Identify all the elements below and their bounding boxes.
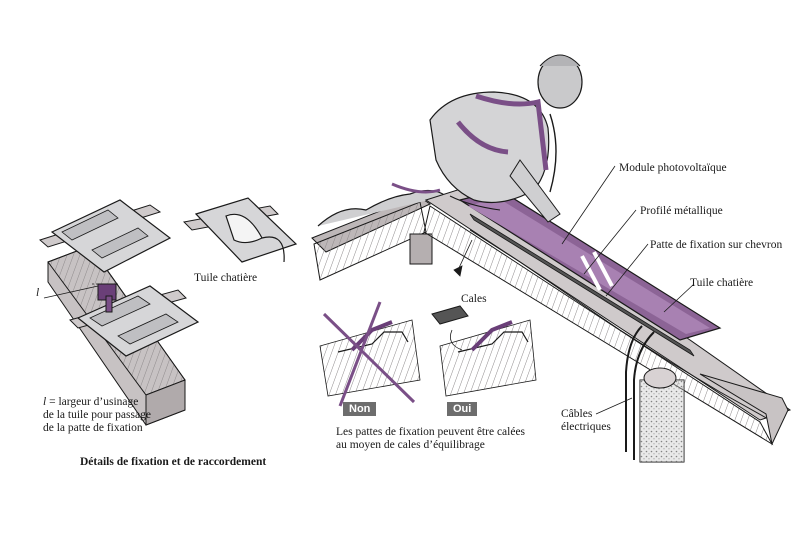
- width-rest: = largeur d’usinage: [46, 396, 139, 408]
- label-width-line1: l = largeur d’usinage: [43, 396, 138, 409]
- leader-lines: [453, 165, 695, 415]
- label-l-symbol: l: [36, 287, 40, 299]
- roof-section: [311, 185, 792, 463]
- label-vent-tile-left: Tuile chatière: [194, 272, 258, 284]
- inset-no: [319, 301, 421, 407]
- details-title: Détails de fixation et de raccordement: [80, 456, 267, 468]
- worker-figure: [391, 54, 583, 223]
- note-line-2: au moyen de cales d’équilibrage: [336, 439, 485, 451]
- width-symbol: l: [43, 396, 47, 408]
- inset-yes: [431, 305, 537, 397]
- label-bracket: Patte de fixation sur chevron: [650, 239, 783, 251]
- badge-yes: Oui: [447, 402, 478, 416]
- label-cables-1: Câbles: [561, 408, 593, 420]
- label-profile: Profilé métallique: [640, 205, 723, 217]
- label-cables-2: électriques: [561, 421, 611, 433]
- label-width-line3: de la patte de fixation: [43, 422, 143, 434]
- label-module: Module photovoltaïque: [619, 162, 727, 174]
- left-tile-detail: [39, 199, 200, 426]
- label-width-line2: de la tuile pour passage: [43, 409, 151, 421]
- note-line-1: Les pattes de fixation peuvent être calé…: [336, 426, 526, 438]
- label-vent-tile-right: Tuile chatière: [690, 277, 754, 289]
- label-shims: Cales: [461, 293, 487, 305]
- vent-tile-left-drawing: [182, 197, 298, 263]
- badge-no: Non: [343, 402, 377, 416]
